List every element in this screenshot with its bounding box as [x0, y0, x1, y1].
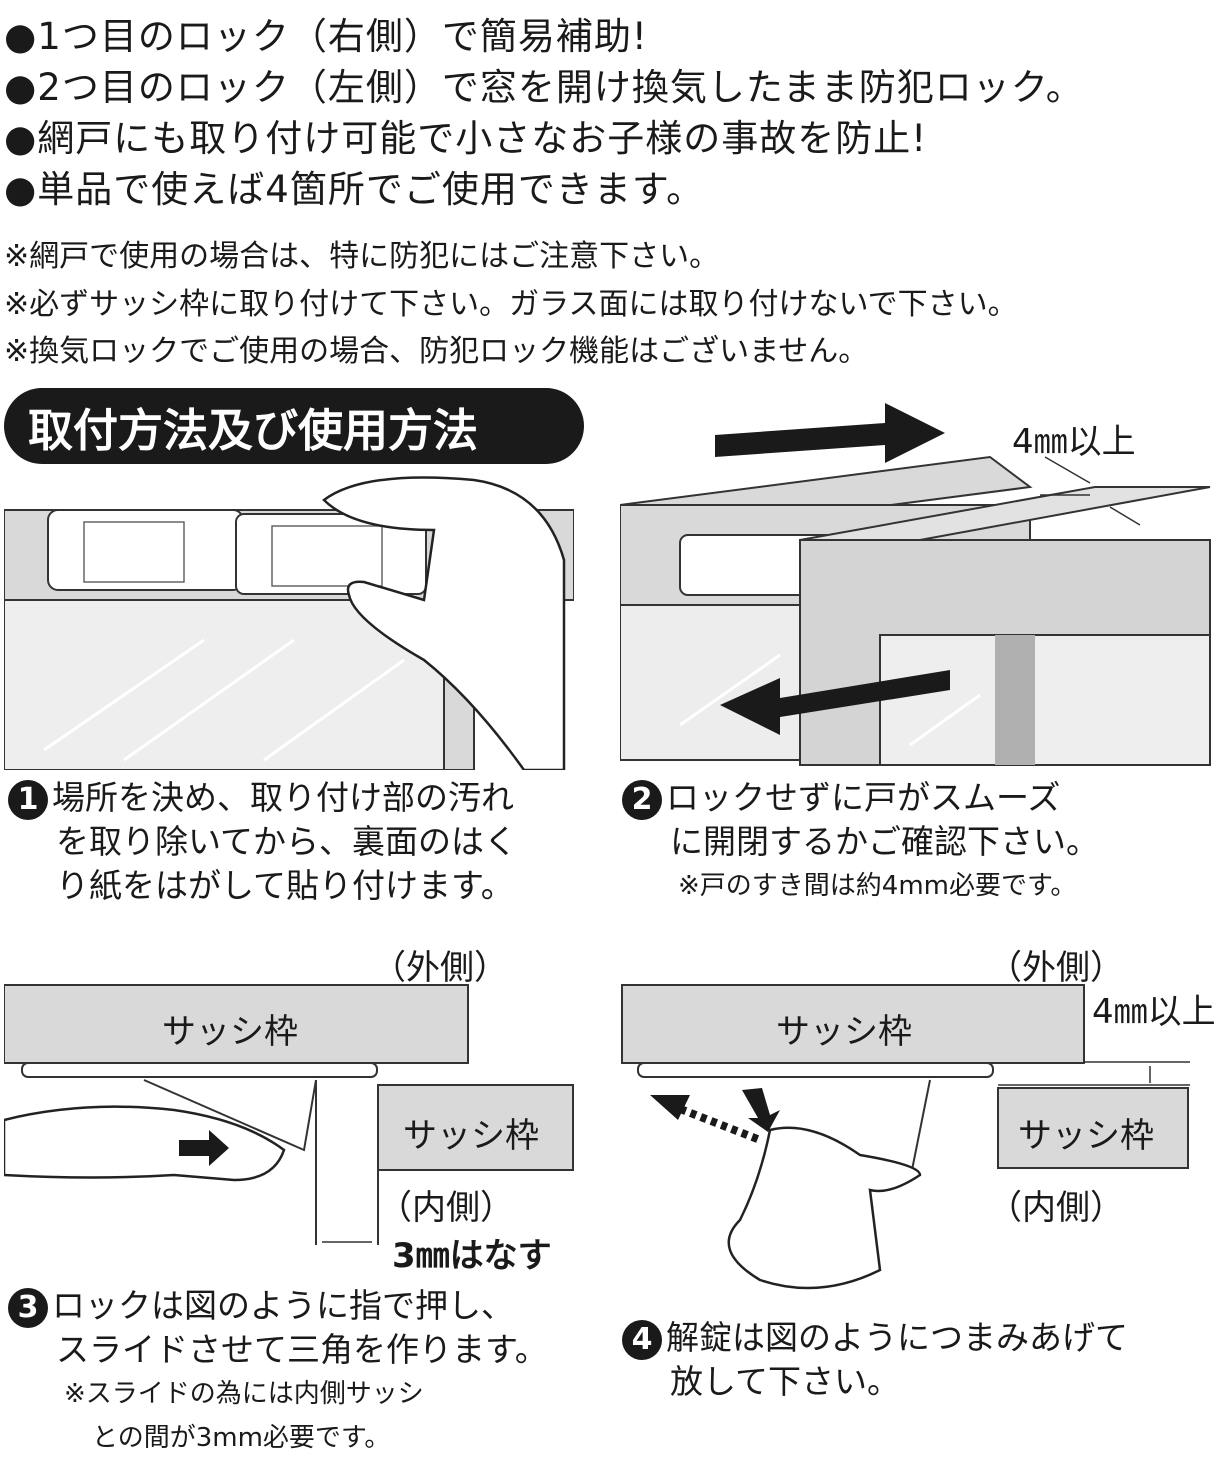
inner-frame-shape	[997, 1087, 1189, 1169]
finger-icon	[4, 1105, 286, 1182]
step4-illustration	[621, 984, 1190, 1290]
step2-number: 2	[622, 779, 662, 820]
step3-illustration	[4, 984, 574, 1245]
step3-number: 3	[8, 1287, 48, 1328]
pinch-arrow-icon	[742, 1088, 780, 1132]
step4-inner-label: （内側）	[988, 1188, 1124, 1228]
step3-inner-label: （内側）	[378, 1188, 514, 1228]
step4-gap-label: 4㎜以上	[1092, 992, 1216, 1032]
note-2: ※必ずサッシ枠に取り付けて下さい。ガラス面には取り付けないで下さい。	[4, 287, 1018, 322]
feature-4: ●単品で使えば4箇所でご使用できます。	[4, 168, 705, 211]
step4-number: 4	[622, 1319, 662, 1360]
inner-frame-shape	[377, 1084, 574, 1171]
pull-arrow-icon	[650, 1095, 690, 1120]
push-arrow-icon	[179, 1130, 229, 1166]
step1-illustration	[4, 476, 574, 770]
outer-frame-shape	[4, 984, 469, 1064]
outer-frame-shape	[621, 984, 1085, 1064]
step4-outer-label: （外側）	[988, 948, 1124, 988]
hand-icon	[322, 476, 566, 770]
pinching-hand-icon	[727, 1126, 922, 1290]
step2-illustration	[620, 403, 1211, 766]
step3-outer-label: （外側）	[372, 948, 508, 988]
feature-1: ●1つ目のロック（右側）で簡易補助!	[4, 15, 648, 58]
feature-2: ●2つ目のロック（左側）で窓を開け換気したまま防犯ロック。	[4, 66, 1084, 109]
step4-inner-frame-label: サッシ枠	[1018, 1116, 1154, 1156]
section-title: 取付方法及び使用方法	[4, 388, 584, 464]
lock-right-part	[235, 513, 427, 595]
arrow-left-icon	[720, 670, 950, 735]
arrow-right-icon	[715, 403, 945, 463]
note-3: ※換気ロックでご使用の場合、防犯ロック機能はございません。	[4, 334, 869, 369]
step4-outer-frame-label: サッシ枠	[776, 1012, 912, 1052]
feature-3: ●網戸にも取り付け可能で小さなお子様の事故を防止!	[4, 117, 928, 160]
step3-inner-frame-label: サッシ枠	[403, 1116, 539, 1156]
note-1: ※網戸で使用の場合は、特に防犯にはご注意下さい。	[4, 239, 720, 274]
step2-gap-label: 4㎜以上	[1012, 422, 1136, 462]
step1-number: 1	[8, 779, 48, 820]
step3-outer-frame-label: サッシ枠	[162, 1012, 298, 1052]
step3-gap-label: 3㎜はなす	[392, 1236, 552, 1276]
